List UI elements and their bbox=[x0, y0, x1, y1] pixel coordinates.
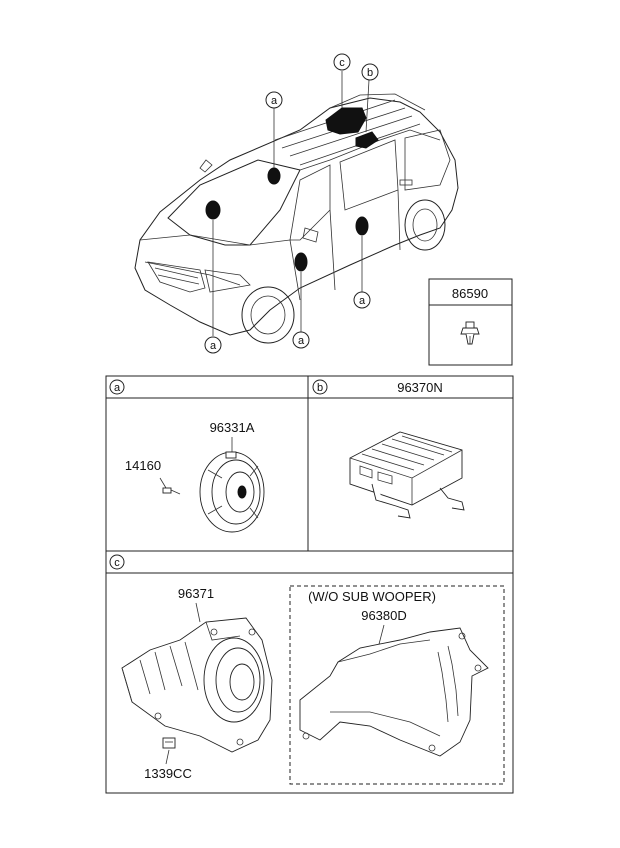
cover-panel-icon bbox=[299, 627, 489, 757]
callout-a-front-door: a bbox=[292, 331, 310, 349]
callout-a-windshield: a bbox=[204, 336, 222, 354]
vehicle-illustration bbox=[134, 93, 459, 344]
svg-text:c: c bbox=[339, 57, 345, 69]
svg-text:a: a bbox=[298, 335, 305, 347]
part-label-14160: 14160 bbox=[125, 458, 161, 473]
callout-a-pillar: a bbox=[265, 91, 283, 109]
variant-dashed-box bbox=[289, 585, 505, 785]
amp-blob bbox=[355, 131, 379, 149]
nut-icon bbox=[162, 737, 176, 749]
speaker-blob-windshield bbox=[205, 200, 221, 220]
callout-c-roof: c bbox=[333, 53, 351, 71]
section-c-header: c bbox=[109, 554, 125, 570]
screw-icon bbox=[162, 487, 181, 495]
subwoofer-icon bbox=[121, 617, 273, 753]
speaker-icon bbox=[199, 451, 265, 533]
callout-b-roof: b bbox=[361, 63, 379, 81]
svg-text:a: a bbox=[359, 295, 366, 307]
part-label-1339CC: 1339CC bbox=[144, 766, 192, 781]
part-label-96380D: 96380D bbox=[361, 608, 407, 623]
speaker-blob-rear-door bbox=[355, 216, 369, 236]
callout-a-rear-door: a bbox=[353, 291, 371, 309]
amplifier-icon bbox=[349, 431, 465, 519]
part-label-96371: 96371 bbox=[178, 586, 214, 601]
speaker-blob-pillar bbox=[267, 167, 281, 185]
svg-text:a: a bbox=[114, 382, 121, 394]
svg-text:a: a bbox=[210, 340, 217, 352]
parts-table bbox=[105, 375, 514, 794]
part-box-86590: 86590 bbox=[428, 278, 513, 366]
speaker-blob-front-door bbox=[294, 252, 308, 272]
svg-text:a: a bbox=[271, 95, 278, 107]
part-label-86590: 86590 bbox=[452, 286, 488, 301]
svg-text:b: b bbox=[317, 382, 323, 394]
part-label-96331A: 96331A bbox=[210, 420, 255, 435]
svg-text:c: c bbox=[114, 557, 120, 569]
svg-text:b: b bbox=[367, 67, 373, 79]
section-a-header: a bbox=[109, 379, 125, 395]
section-b-header: b 96370N bbox=[312, 379, 443, 395]
clip-icon bbox=[460, 321, 480, 345]
subwoofer-blob bbox=[325, 107, 367, 135]
part-label-96370N: 96370N bbox=[397, 380, 443, 395]
variant-note: (W/O SUB WOOPER) bbox=[308, 589, 436, 604]
